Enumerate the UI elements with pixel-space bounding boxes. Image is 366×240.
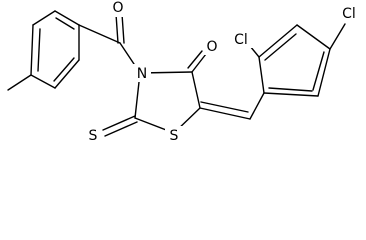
ring-carbonyl-oxygen-label: O [206,39,217,55]
benzoyl-c-o-double-bond [121,13,125,44]
benzoyl-oxygen-label: O [112,0,123,16]
para-chlorine-label: Cl [342,6,356,22]
vinyl-aryl-bond [249,92,265,120]
dichlorophenyl-ring-bond [312,51,325,91]
toluoyl-ring-bond [37,28,41,72]
benzoyl-c-o-double-bond [115,13,119,44]
molecule-structure: O O N S S Cl Cl [7,0,362,144]
dichlorophenyl-ring-bond [268,87,313,92]
toluoyl-ring-bond [32,10,56,26]
dichlorophenyl-ring-bond [317,48,331,97]
thione-double-bond [102,115,136,131]
toluoyl-ring-bond [54,59,80,89]
dichlorophenyl-ring-bond [264,33,297,61]
c4-o-double-bond [187,50,203,69]
ortho-chlorine-label: Cl [234,32,248,48]
para-chlorine-bond [329,23,346,50]
thione-sulfur-label: S [89,128,98,144]
aryl-carbonyl-bond [78,24,121,44]
dichlorophenyl-ring-bond [258,24,298,58]
ring-sulfur-label: S [170,128,179,144]
toluoyl-ring-bond [30,74,56,89]
c4-o-double-bond [191,53,207,73]
toluoyl-ring-bond [30,24,34,76]
toluoyl-ring-bond [54,10,80,26]
c4-c5-bond [191,71,201,109]
dichlorophenyl-ring-bond [296,24,331,50]
ring-nitrogen-label: N [137,66,147,82]
toluoyl-ring-bond [55,17,75,30]
exocyclic-double-bond [199,107,251,120]
exocyclic-double-bond [200,101,249,113]
dichlorophenyl-ring-bond [258,56,265,94]
atom-labels: O O N S S Cl Cl [84,0,362,144]
toluoyl-ring-bond [53,57,75,82]
thione-double-bond [104,121,138,137]
dichlorophenyl-ring-bond [263,92,319,97]
bond-lines [7,10,346,137]
methyl-bond [7,74,32,91]
